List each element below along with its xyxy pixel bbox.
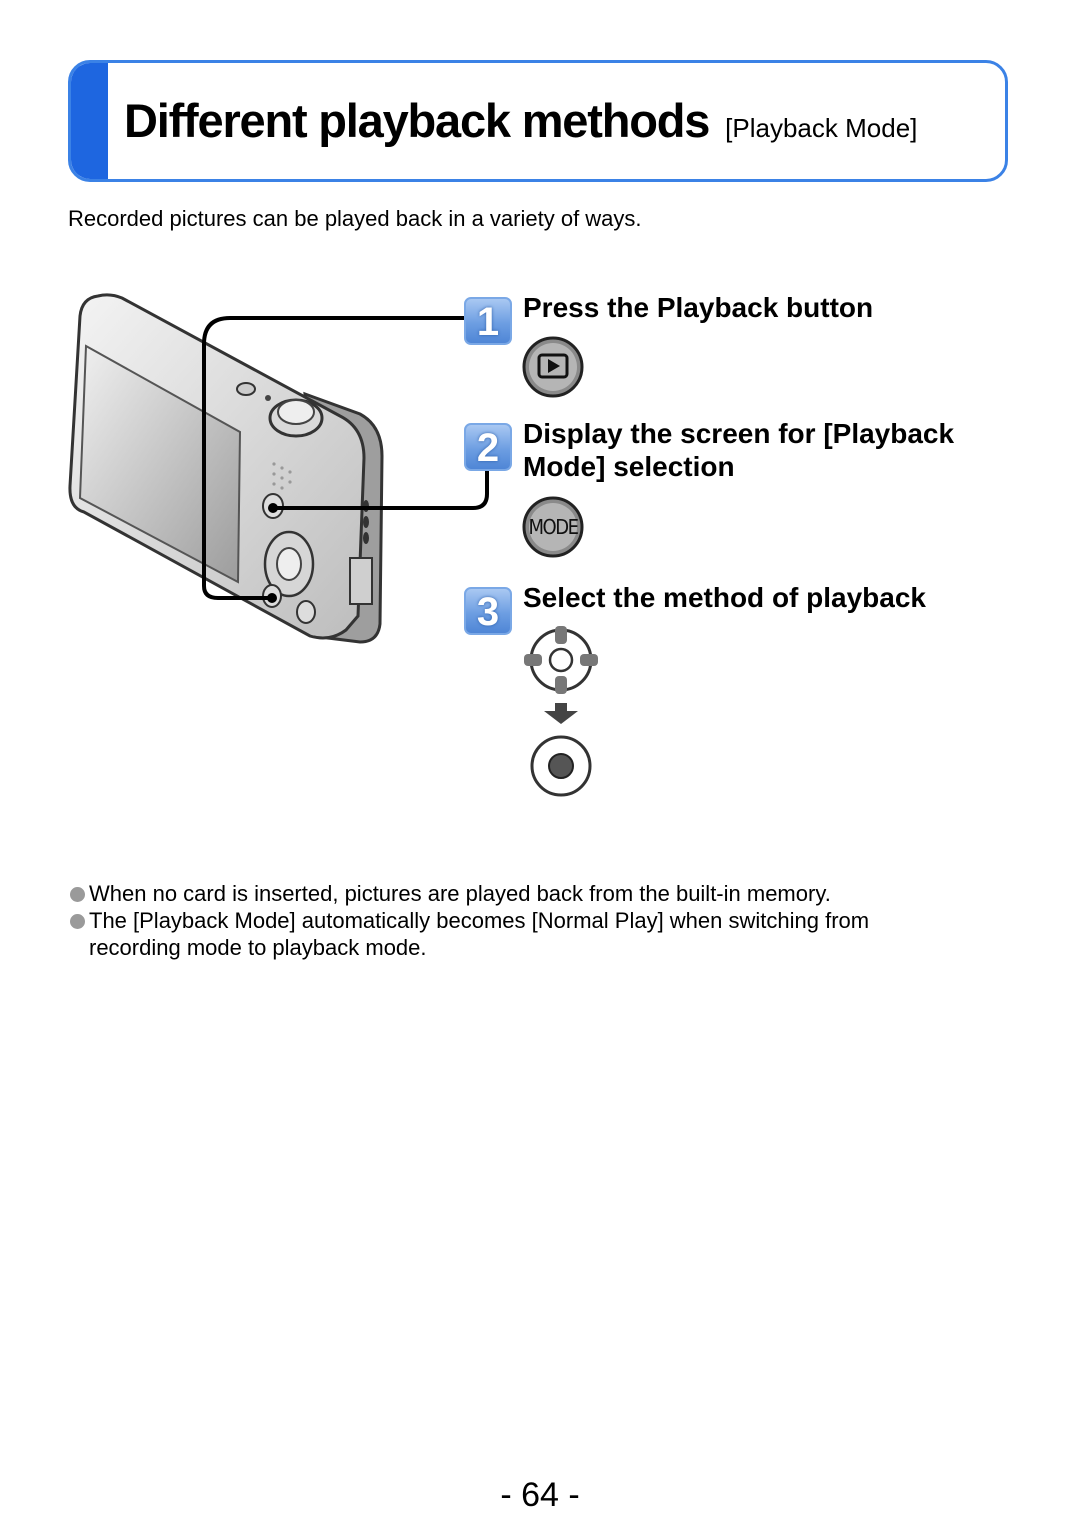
step-1-title: Press the Playback button [523, 292, 874, 323]
camera-illustration [68, 293, 489, 644]
note-item: When no card is inserted, pictures are p… [68, 880, 968, 907]
cursor-pad-icon [524, 626, 598, 694]
notes-list: When no card is inserted, pictures are p… [68, 880, 968, 961]
step-1-badge: 1 [464, 297, 512, 345]
step-2-title-line1: Display the screen for [Playback [523, 418, 955, 449]
title-accent-bar [71, 63, 108, 179]
menu-set-button-icon [530, 735, 592, 797]
step-2-title-line2: Mode] selection [523, 451, 735, 482]
page-subtitle: [Playback Mode] [725, 113, 918, 143]
down-arrow-icon [544, 703, 578, 724]
step-3-badge: 3 [464, 587, 512, 635]
bullet-icon [70, 887, 85, 902]
mode-button-icon: MODE [522, 496, 584, 558]
note-item: The [Playback Mode] automatically become… [68, 907, 968, 961]
step-3-title: Select the method of playback [523, 582, 926, 613]
note-2-line1: The [Playback Mode] automatically become… [89, 908, 870, 933]
step-2-badge: 2 [464, 423, 512, 471]
note-1-text: When no card is inserted, pictures are p… [89, 881, 831, 906]
playback-button-icon [522, 336, 584, 398]
page-title: Different playback methods [Playback Mode… [124, 97, 917, 144]
page-title-text: Different playback methods [124, 94, 710, 147]
step-2-title: Display the screen for [Playback Mode] s… [523, 417, 954, 483]
intro-text: Recorded pictures can be played back in … [68, 206, 642, 231]
page-title-box: Different playback methods [Playback Mode… [68, 60, 1008, 182]
note-2-line2: recording mode to playback mode. [89, 935, 427, 960]
bullet-icon [70, 914, 85, 929]
mode-button-label: MODE [529, 515, 579, 539]
page-number: - 64 - [500, 1476, 580, 1514]
